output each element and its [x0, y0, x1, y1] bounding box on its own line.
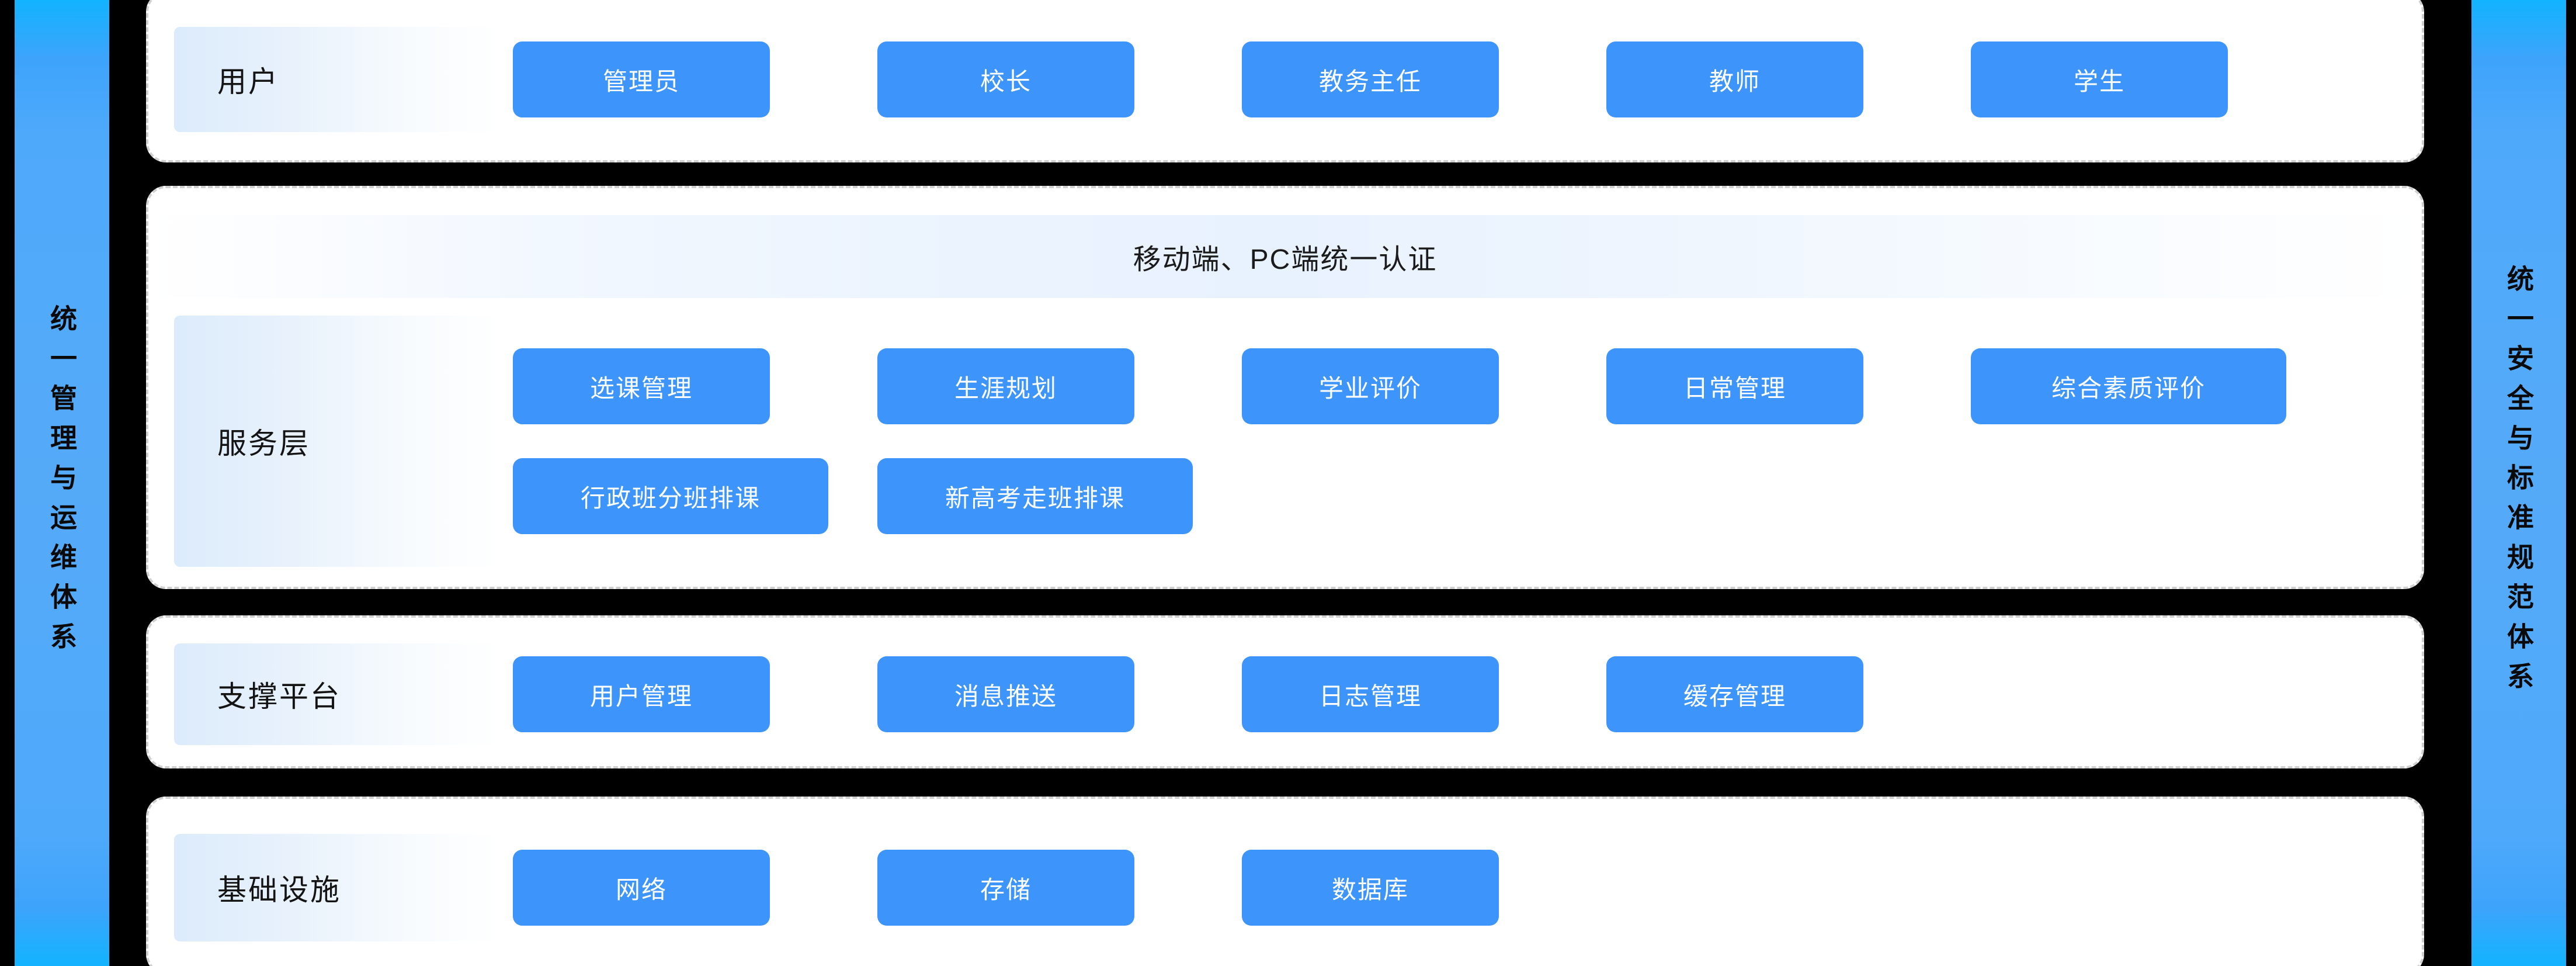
tile-support-cache-management[interactable]: 缓存管理	[1606, 656, 1863, 732]
layer-stack: 用户 管理员 校长 教务主任 教师 学生 移动端、PC端统一认证	[146, 0, 2424, 966]
layer-label-box-support: 支撑平台	[174, 643, 499, 745]
tile-service-academic-evaluation[interactable]: 学业评价	[1242, 348, 1499, 424]
layer-row-users: 用户 管理员 校长 教务主任 教师 学生	[174, 27, 2394, 132]
tile-support-message-push[interactable]: 消息推送	[877, 656, 1134, 732]
tile-users-student[interactable]: 学生	[1971, 41, 2228, 117]
tile-row: 用户管理 消息推送 日志管理 缓存管理	[513, 656, 2394, 732]
tile-row: 行政班分班排课 新高考走班排课	[513, 458, 2394, 534]
unified-auth-banner-label: 移动端、PC端统一认证	[1133, 244, 1438, 275]
unified-auth-banner: 移动端、PC端统一认证	[148, 215, 2422, 298]
tile-service-career-planning[interactable]: 生涯规划	[877, 348, 1134, 424]
tile-service-daily-management[interactable]: 日常管理	[1606, 348, 1863, 424]
tile-row: 选课管理 生涯规划 学业评价 日常管理 综合素质评价	[513, 348, 2394, 424]
left-rail-unified-management: 统一管理与运维体系	[15, 0, 109, 966]
tile-support-user-management[interactable]: 用户管理	[513, 656, 770, 732]
layer-label-support: 支撑平台	[217, 680, 341, 713]
tile-row: 管理员 校长 教务主任 教师 学生	[513, 41, 2394, 117]
right-rail-label: 统一安全与标准规范体系	[2504, 264, 2534, 702]
tile-infra-database[interactable]: 数据库	[1242, 850, 1499, 926]
tile-users-dean[interactable]: 教务主任	[1242, 41, 1499, 117]
layer-label-box-service: 服务层	[174, 316, 499, 567]
tile-service-course-selection[interactable]: 选课管理	[513, 348, 770, 424]
tile-group-support: 用户管理 消息推送 日志管理 缓存管理	[499, 643, 2394, 745]
tile-group-service: 选课管理 生涯规划 学业评价 日常管理 综合素质评价 行政班分班排课 新高考走班…	[499, 316, 2394, 567]
tile-infra-network[interactable]: 网络	[513, 850, 770, 926]
tile-users-admin[interactable]: 管理员	[513, 41, 770, 117]
layer-row-infrastructure: 基础设施 网络 存储 数据库	[174, 834, 2394, 941]
layer-card-service: 移动端、PC端统一认证 服务层 选课管理 生涯规划 学业评价 日常管理 综合素质…	[146, 186, 2424, 589]
layer-row-support: 支撑平台 用户管理 消息推送 日志管理 缓存管理	[174, 643, 2394, 745]
layer-card-support: 支撑平台 用户管理 消息推送 日志管理 缓存管理	[146, 615, 2424, 768]
tile-infra-storage[interactable]: 存储	[877, 850, 1134, 926]
tile-users-teacher[interactable]: 教师	[1606, 41, 1863, 117]
tile-group-infrastructure: 网络 存储 数据库	[499, 834, 2394, 941]
tile-row: 网络 存储 数据库	[513, 850, 2394, 926]
layer-row-service: 服务层 选课管理 生涯规划 学业评价 日常管理 综合素质评价 行政班分班排课 新…	[174, 316, 2394, 567]
layer-label-infrastructure: 基础设施	[217, 874, 341, 906]
layer-label-service: 服务层	[217, 427, 310, 460]
right-rail-unified-security: 统一安全与标准规范体系	[2471, 0, 2566, 966]
left-rail-label: 统一管理与运维体系	[47, 304, 77, 662]
layer-label-box-users: 用户	[174, 27, 499, 132]
tile-users-principal[interactable]: 校长	[877, 41, 1134, 117]
tile-support-log-management[interactable]: 日志管理	[1242, 656, 1499, 732]
layer-label-box-infrastructure: 基础设施	[174, 834, 499, 941]
layer-card-users: 用户 管理员 校长 教务主任 教师 学生	[146, 0, 2424, 162]
tile-service-gaokao-elective-scheduling[interactable]: 新高考走班排课	[877, 458, 1193, 534]
tile-service-comprehensive-quality-evaluation[interactable]: 综合素质评价	[1971, 348, 2286, 424]
tile-group-users: 管理员 校长 教务主任 教师 学生	[499, 27, 2394, 132]
layer-label-users: 用户	[217, 65, 279, 98]
tile-service-admin-class-scheduling[interactable]: 行政班分班排课	[513, 458, 828, 534]
layer-card-infrastructure: 基础设施 网络 存储 数据库	[146, 797, 2424, 966]
